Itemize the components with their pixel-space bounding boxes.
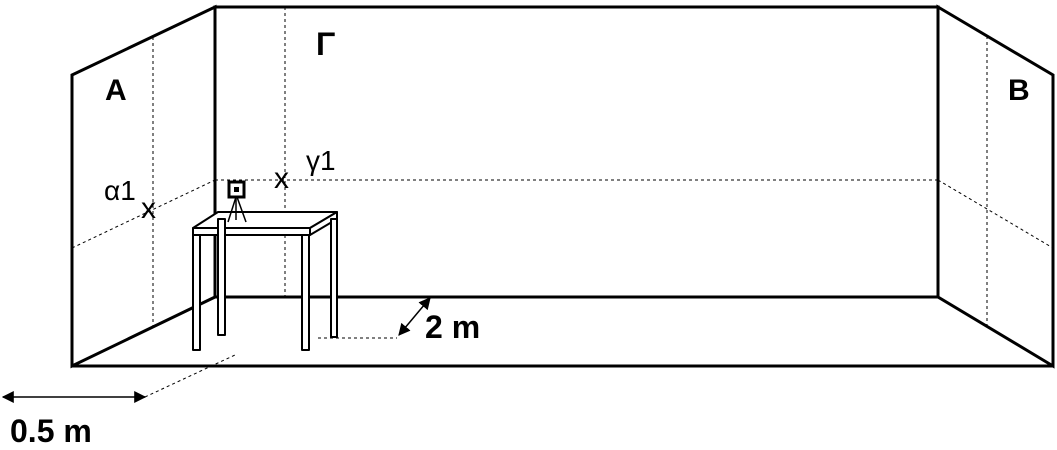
point-gamma-label: γ1 <box>306 145 336 176</box>
table-leg-front-left <box>192 234 201 351</box>
table-leg-back-right <box>330 218 338 338</box>
wall-a-label: A <box>105 74 127 107</box>
room-outline <box>70 4 1055 369</box>
device-lens <box>234 187 239 192</box>
point-gamma-mark: x <box>274 162 289 195</box>
dashed-guides <box>71 7 1054 398</box>
depth-dimension-label: 2 m <box>425 309 480 345</box>
table-leg-back-left <box>217 218 226 336</box>
table <box>192 211 338 351</box>
right-wall-horizontal-guide <box>937 179 1054 249</box>
left-wall-horizontal-guide <box>71 179 216 249</box>
right-wall <box>936 4 1055 369</box>
tripod-leg-right <box>236 196 247 223</box>
floor-offset-guide <box>144 354 236 398</box>
wall-gamma-label: Γ <box>316 26 335 62</box>
wall-b-label: B <box>1008 74 1030 107</box>
tripod-device <box>227 180 247 223</box>
offset-dimension-label: 0.5 m <box>10 413 92 449</box>
left-wall <box>70 4 217 369</box>
point-alpha-label: α1 <box>104 175 136 206</box>
table-leg-front-right <box>301 234 310 351</box>
table-top-front <box>192 227 311 236</box>
depth-arrow <box>398 297 431 336</box>
tripod-leg-left <box>227 196 237 223</box>
point-alpha-mark: x <box>141 192 156 225</box>
